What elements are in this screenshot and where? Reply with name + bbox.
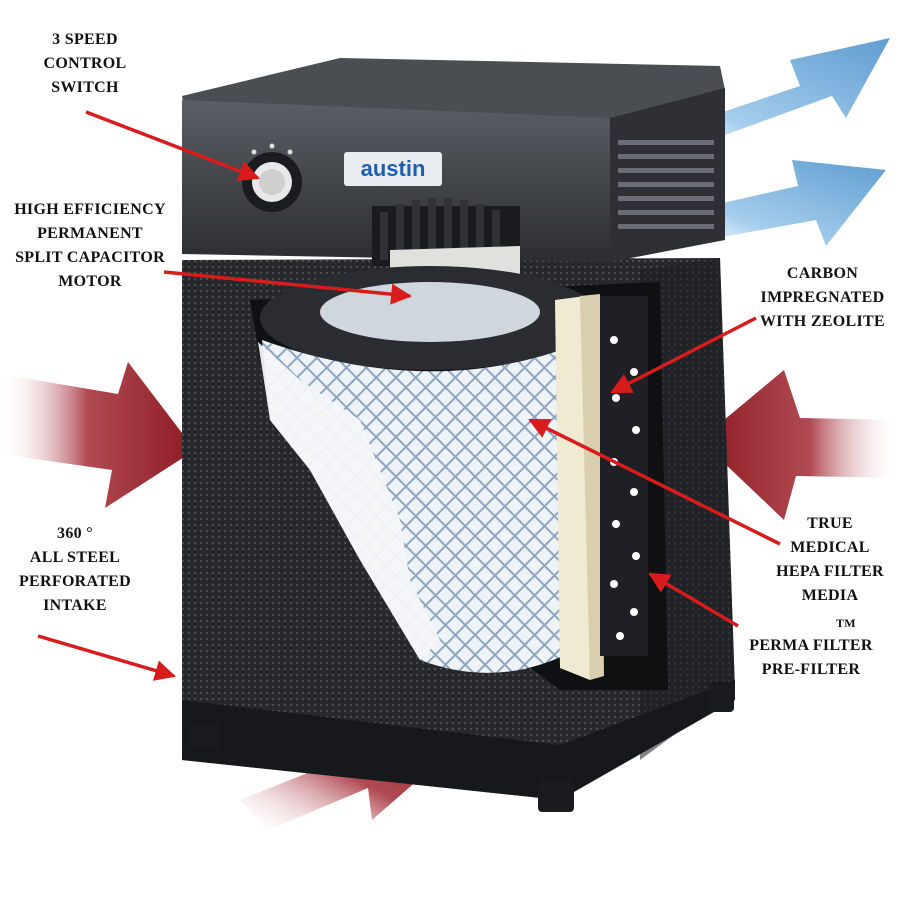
label-speed-switch: 3 SPEED CONTROL SWITCH [43,31,127,96]
pointer-carbon [610,316,757,394]
brand-logo-badge: austin [344,152,442,186]
intake-arrow-right [700,370,900,520]
pointer-hepa [528,418,781,546]
housing-top-lid [182,58,725,120]
hepa-pleated-panel [555,294,604,680]
pointer-intake [37,634,177,681]
brand-logo-text: austin [361,156,426,181]
pointer-motor [163,270,413,305]
intake-arrow-left [0,362,195,508]
cutaway-interior [250,198,668,690]
label-trademark: TM [836,616,856,630]
label-hepa: TRUE MEDICAL HEPA FILTER MEDIA [776,515,884,604]
label-carbon: CARBON IMPREGNATED WITH ZEOLITE [760,265,885,330]
callout-pointers [37,110,781,681]
label-intake: 360 ° ALL STEEL PERFORATED INTAKE [18,525,132,614]
foot-right [710,682,734,712]
foot-left [190,722,220,750]
housing-top-side [610,88,725,262]
label-motor: HIGH EFFICIENCY PERMANENT SPLIT CAPACITO… [14,201,166,290]
pointer-prefilter [648,572,739,628]
exhaust-grille [618,140,714,229]
housing-base-trim [182,680,735,800]
speed-control-knob [242,143,302,212]
label-prefilter: PERMA FILTER PRE-FILTER [749,637,873,678]
filter-top-plate-inner [320,282,540,342]
prefilter-torn-layer [258,342,440,660]
pointer-speed-switch [85,110,260,182]
foot-center [538,778,574,812]
